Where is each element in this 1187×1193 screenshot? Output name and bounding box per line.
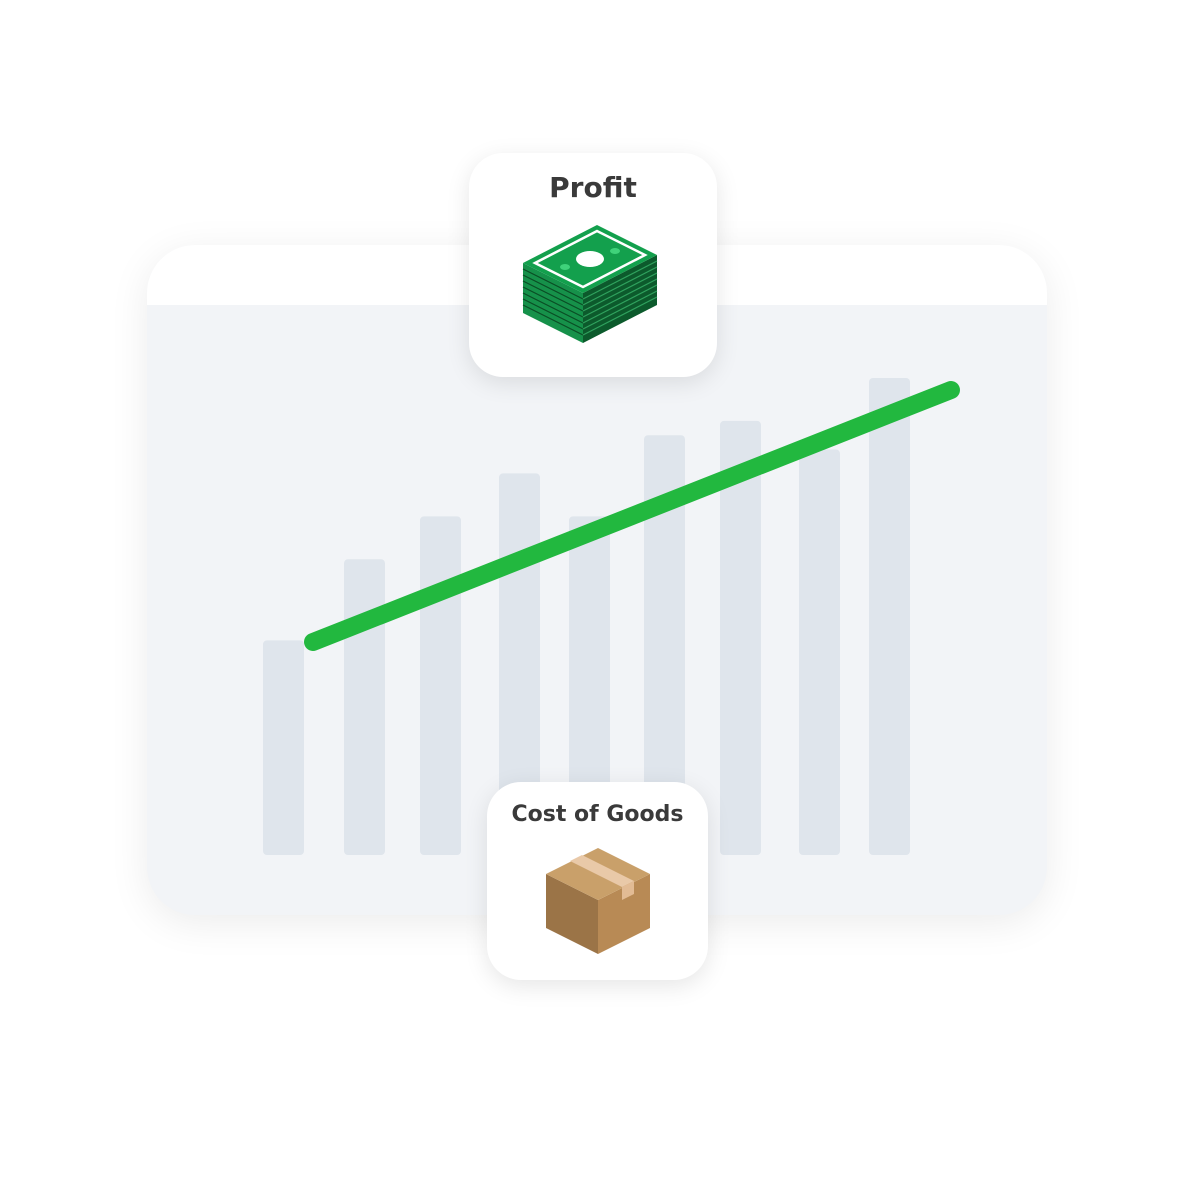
bar-3 xyxy=(420,516,461,855)
profit-card: Profit xyxy=(469,153,717,377)
trend-line xyxy=(304,381,960,651)
bar-9 xyxy=(869,378,910,855)
bar-1 xyxy=(263,640,304,855)
profit-label: Profit xyxy=(549,171,637,204)
cardboard-box-icon xyxy=(546,848,650,954)
cost-of-goods-card: Cost of Goods xyxy=(487,782,708,980)
bar-8 xyxy=(799,449,840,855)
bar-6 xyxy=(644,435,685,855)
chart-bars xyxy=(263,378,910,855)
money-stack-icon xyxy=(522,225,658,343)
bar-7 xyxy=(720,420,761,855)
cost-of-goods-label: Cost of Goods xyxy=(511,802,684,827)
bar-2 xyxy=(344,559,385,855)
bar-5 xyxy=(569,516,610,855)
